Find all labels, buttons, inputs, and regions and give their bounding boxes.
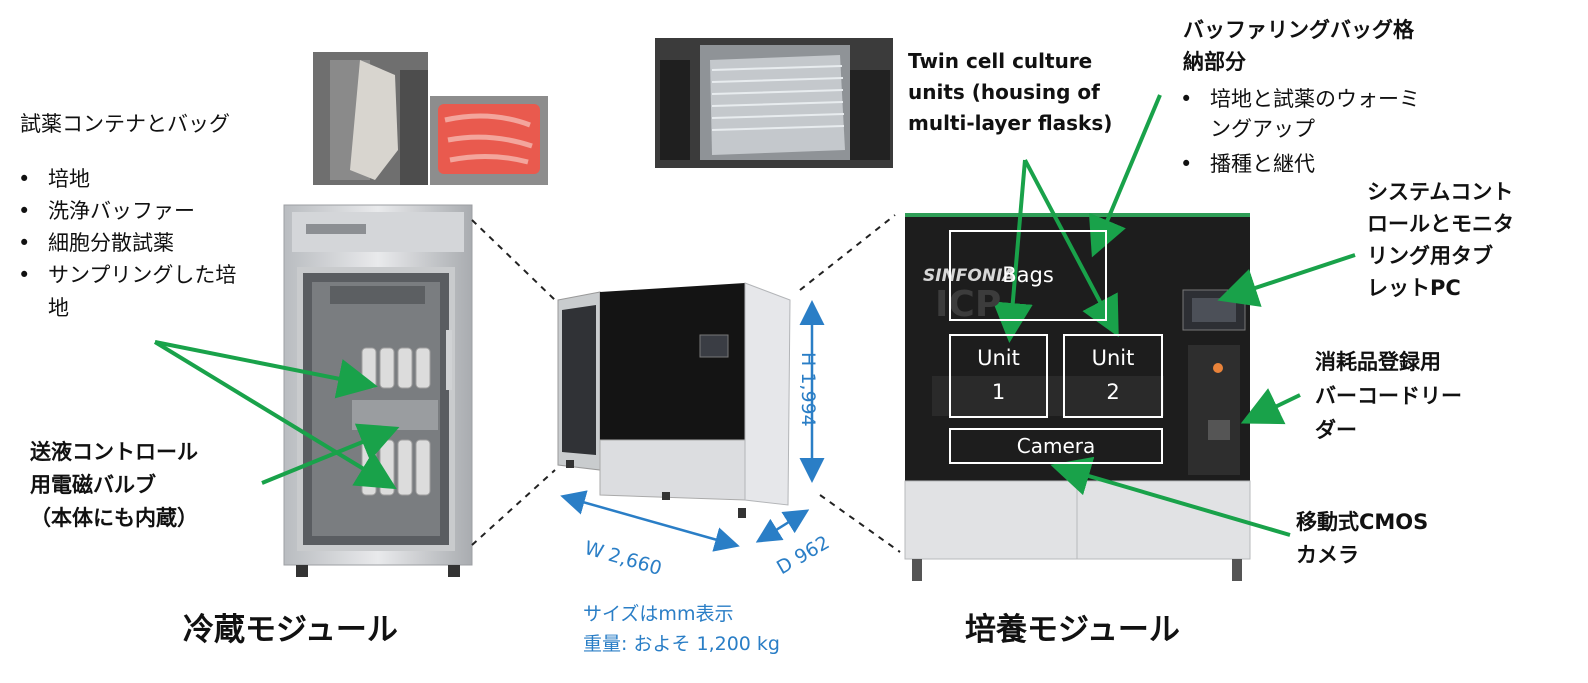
twin-label-line: units (housing of — [908, 80, 1100, 104]
unit2-label: Unit — [1091, 346, 1135, 370]
unit2-box: Unit 2 — [1063, 334, 1163, 418]
weight-note: 重量: およそ 1,200 kg — [583, 633, 780, 655]
list-item: 培地と試薬のウォーミ — [1176, 83, 1420, 115]
list-item: 細胞分散試薬 — [14, 227, 236, 259]
valve-label-line: 送液コントロール — [30, 440, 198, 464]
unit1-label: Unit — [977, 346, 1020, 370]
list-item: 培地 — [14, 163, 236, 195]
unit1-box: Unit 1 — [949, 334, 1048, 418]
bags-box: Bags — [949, 230, 1107, 321]
buffer-heading-line: バッファリングバッグ格 — [1183, 18, 1414, 42]
unit1-number: 1 — [991, 380, 1006, 404]
photo-flask-units — [655, 38, 893, 168]
size-note: サイズはmm表示 — [583, 603, 734, 625]
valve-label: 送液コントロール 用電磁バルブ （本体にも内蔵） — [30, 436, 198, 535]
twin-label-line: multi-layer flasks) — [908, 111, 1113, 135]
system-label-line: リング用タブ — [1367, 244, 1493, 268]
barcode-label-line: ダー — [1315, 418, 1357, 442]
barcode-label-line: 消耗品登録用 — [1315, 350, 1441, 374]
barcode-reader-label: 消耗品登録用 バーコードリー ダー — [1315, 345, 1462, 447]
system-label-line: システムコント — [1367, 180, 1514, 204]
photo-reagent-bag — [430, 96, 548, 185]
camera-box: Camera — [949, 428, 1163, 464]
list-item: サンプリングした培 — [14, 259, 236, 291]
callout-arrows — [153, 94, 1356, 537]
culture-module-title: 培養モジュール — [965, 612, 1180, 648]
buffer-heading: バッファリングバッグ格 納部分 — [1183, 14, 1414, 78]
twin-units-label: Twin cell culture units (housing of mult… — [908, 46, 1112, 139]
twin-label-line: Twin cell culture — [908, 49, 1093, 73]
height-dimension: H 1,994 — [797, 352, 819, 427]
system-label-line: レットPC — [1367, 276, 1461, 300]
barcode-label-line: バーコードリー — [1315, 384, 1462, 408]
reagent-list-continuation: 地 — [48, 296, 69, 320]
reagent-list: 培地 洗浄バッファー 細胞分散試薬 サンプリングした培 — [14, 163, 236, 291]
refrigerator-module-title: 冷蔵モジュール — [183, 612, 398, 648]
dimension-arrows — [560, 300, 825, 552]
list-item: 播種と継代 — [1176, 148, 1315, 180]
cmos-camera-label: 移動式CMOS カメラ — [1296, 506, 1428, 572]
buffer-list-2: 播種と継代 — [1176, 148, 1315, 180]
system-label-line: ロールとモニタ — [1367, 212, 1514, 236]
camera-label-line: 移動式CMOS — [1296, 510, 1429, 534]
refrigerator-module-image — [283, 204, 473, 577]
valve-label-line: 用電磁バルブ — [30, 473, 156, 497]
buffer-list: 培地と試薬のウォーミ — [1176, 83, 1420, 115]
system-control-label: システムコント ロールとモニタ リング用タブ レットPC — [1367, 176, 1514, 304]
reagent-heading: 試薬コンテナとバッグ — [20, 112, 230, 136]
brand-logo-text: SINFONIA — [923, 266, 1016, 286]
unit2-number: 2 — [1106, 380, 1120, 404]
buffer-heading-line: 納部分 — [1183, 50, 1246, 74]
photo-reagent-handling — [313, 52, 428, 185]
brand-sub-text: ICP — [935, 284, 1002, 325]
size-weight-note: サイズはmm表示 重量: およそ 1,200 kg — [583, 599, 780, 659]
zoom-guide-lines — [471, 214, 901, 553]
buffer-list-continuation: ングアップ — [1210, 117, 1315, 141]
full-system-image — [557, 282, 791, 518]
valve-label-line: （本体にも内蔵） — [30, 506, 198, 530]
camera-label-line: カメラ — [1296, 543, 1359, 567]
list-item: 洗浄バッファー — [14, 195, 236, 227]
